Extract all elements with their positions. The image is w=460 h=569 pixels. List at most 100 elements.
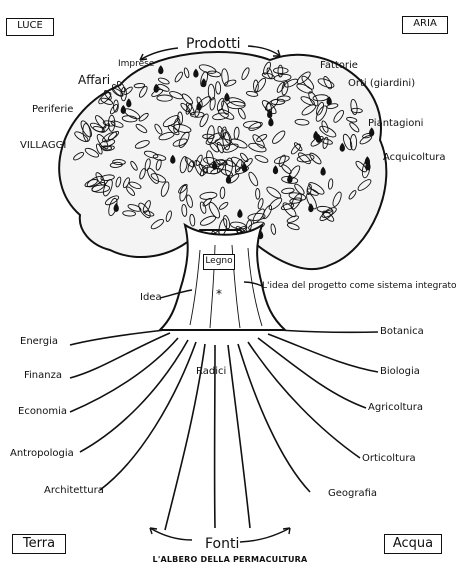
leaf: [109, 161, 123, 168]
leaf: [198, 164, 209, 174]
leaf: [179, 156, 188, 174]
leaf: [180, 102, 191, 113]
leaf: [293, 142, 303, 152]
leaf: [233, 126, 240, 140]
leaf: [327, 178, 334, 190]
leaf: [273, 67, 289, 74]
leaf: [326, 103, 339, 109]
leaf: [203, 156, 221, 166]
fruit: [170, 154, 176, 164]
label-geografia: Geografia: [328, 488, 378, 499]
label-piantagioni: Piantagioni: [368, 118, 424, 129]
leaf: [230, 221, 247, 230]
leaf: [165, 210, 172, 222]
leaf: [172, 138, 188, 147]
root: [69, 329, 166, 346]
leaf: [122, 177, 130, 189]
leaf: [150, 173, 167, 183]
fruit: [153, 83, 159, 93]
leaf: [216, 159, 228, 166]
corner-terra-label: Terra: [22, 536, 56, 551]
leaf: [253, 79, 259, 93]
leaf: [216, 141, 224, 154]
leaf: [219, 186, 226, 199]
fruit: [158, 65, 164, 75]
leaf: [199, 201, 207, 214]
leaf: [333, 110, 345, 123]
corner-acqua-label: Acqua: [392, 536, 434, 551]
leaf: [74, 131, 89, 143]
leaf: [116, 80, 126, 93]
leaf: [138, 112, 149, 122]
leaf: [300, 96, 315, 106]
bottom-heading: Fonti: [205, 536, 240, 552]
heading-arrows: [139, 45, 291, 543]
leaf: [223, 215, 231, 230]
leaf: [289, 197, 303, 204]
svg-text:*: *: [216, 287, 222, 301]
leaf: [99, 139, 116, 148]
leaf: [294, 183, 305, 195]
fruit: [365, 161, 371, 171]
leaf: [189, 111, 205, 118]
label-affari: Affari: [78, 73, 111, 87]
diagram-title: L'ALBERO DELLA PERMACULTURA: [152, 555, 308, 564]
root: [99, 341, 197, 491]
trunk-box-legno: Legno: [203, 254, 235, 270]
leaf: [150, 218, 165, 230]
leaf: [218, 201, 229, 210]
leaf: [348, 190, 357, 200]
leaf: [256, 134, 268, 142]
leaf: [115, 176, 122, 188]
leaf: [123, 86, 133, 95]
fruit: [193, 68, 199, 78]
label-energia: Energia: [20, 336, 58, 347]
leaf: [270, 98, 286, 106]
leaf: [143, 150, 159, 159]
leaf: [317, 78, 335, 89]
leaf: [181, 93, 194, 105]
corner-box-acqua: Acqua: [384, 534, 442, 554]
label-acquicoltura: Acquicoltura: [383, 152, 446, 163]
leaf: [157, 77, 170, 85]
leaf: [234, 166, 249, 175]
leaf: [342, 133, 353, 151]
leaf: [306, 193, 317, 210]
fruit: [369, 127, 375, 137]
leaf: [95, 115, 107, 129]
leaf: [84, 147, 100, 158]
leaf: [346, 116, 358, 123]
label-architettura: Architettura: [44, 485, 104, 496]
leaf: [301, 75, 315, 90]
label-idea-progetto: L'idea del progetto come sistema integra…: [262, 281, 457, 291]
leaf: [316, 205, 333, 214]
leaf: [281, 187, 295, 194]
leaf: [156, 94, 173, 102]
leaf: [139, 85, 148, 98]
leaf: [294, 118, 310, 126]
label-villaggi: VILLAGGI: [20, 140, 67, 151]
fruit: [241, 163, 248, 173]
fruit: [308, 203, 314, 213]
leaf: [252, 208, 265, 224]
leaf: [322, 136, 329, 149]
leaf: [103, 178, 113, 197]
leaf: [110, 120, 124, 128]
leaf: [286, 222, 300, 231]
label-fattorie: Fattorie: [320, 60, 358, 71]
leaf: [187, 160, 195, 173]
root: [267, 333, 379, 373]
legno-label: Legno: [205, 256, 233, 266]
roots: [69, 329, 379, 531]
leaf: [147, 167, 159, 184]
fruit: [211, 160, 218, 170]
fruit: [272, 165, 279, 175]
leaf: [262, 205, 273, 220]
leaf: [224, 79, 237, 87]
label-radici: Radici: [196, 366, 227, 377]
root: [257, 337, 367, 409]
leaf: [154, 123, 163, 135]
leaf: [207, 83, 216, 101]
leaf: [266, 186, 282, 199]
leaf: [315, 105, 328, 122]
